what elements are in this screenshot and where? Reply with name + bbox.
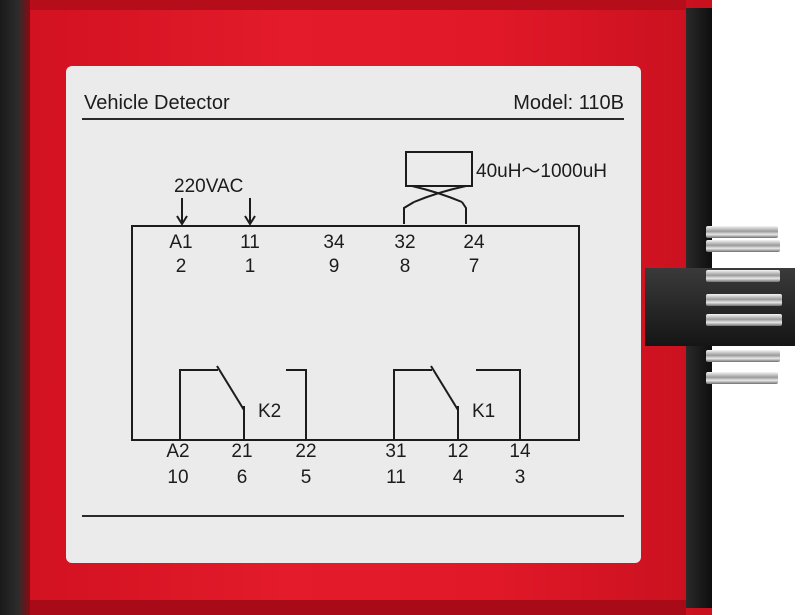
pin-number: 7	[469, 256, 480, 277]
terminal-box	[131, 225, 580, 441]
pin-number: 1	[245, 256, 256, 277]
loop-inductance: 40uH～1000uH	[476, 161, 607, 182]
pin-number: 3	[515, 467, 526, 488]
terminal-code: 34	[323, 232, 345, 253]
pin-number: 11	[386, 467, 406, 488]
pin-number: 8	[400, 256, 411, 277]
model-number: Model: 110B	[513, 92, 624, 114]
pin-number: 9	[329, 256, 340, 277]
loop-coil-symbol	[405, 151, 473, 187]
terminal-code: 21	[231, 441, 252, 462]
connector-pin	[706, 372, 778, 384]
relay-k1-contact	[393, 369, 432, 440]
connector-pin	[706, 226, 778, 238]
connector-pin	[706, 270, 780, 282]
footer-rule	[82, 515, 624, 517]
pin-number: 5	[301, 467, 312, 488]
terminal-code: 31	[385, 441, 406, 462]
relay-k2-label: K2	[258, 401, 281, 422]
housing-bottom-rim	[30, 600, 686, 615]
terminal-code: 22	[295, 441, 316, 462]
wiring-diagram: 220VAC 40uH～1000uH K2 K1 A1 2 11 1 34 9 …	[131, 151, 607, 488]
terminal-code: A2	[166, 441, 189, 462]
pin-number: 2	[176, 256, 187, 277]
connector-pin	[706, 314, 782, 326]
product-name: Vehicle Detector	[84, 92, 230, 114]
terminal-code: A1	[169, 232, 192, 253]
relay-k2-contact	[179, 369, 218, 440]
header-rule	[82, 118, 624, 120]
pin-number: 4	[453, 467, 464, 488]
pin-number: 10	[167, 467, 188, 488]
terminal-code: 32	[394, 232, 415, 253]
relay-k1-label: K1	[472, 401, 495, 422]
terminal-code: 14	[509, 441, 531, 462]
terminal-code: 12	[447, 441, 468, 462]
connector-pin	[706, 350, 780, 362]
wiring-label: Vehicle Detector Model: 110B	[66, 66, 641, 563]
pin-number: 6	[237, 467, 248, 488]
terminal-code: 24	[463, 232, 485, 253]
terminal-code: 11	[240, 232, 260, 253]
housing-top-rim	[30, 0, 686, 10]
loop-lead	[413, 185, 467, 203]
connector-pin	[706, 294, 782, 306]
supply-voltage: 220VAC	[174, 176, 243, 197]
housing-left-edge	[0, 0, 30, 615]
connector-pin	[706, 240, 780, 252]
